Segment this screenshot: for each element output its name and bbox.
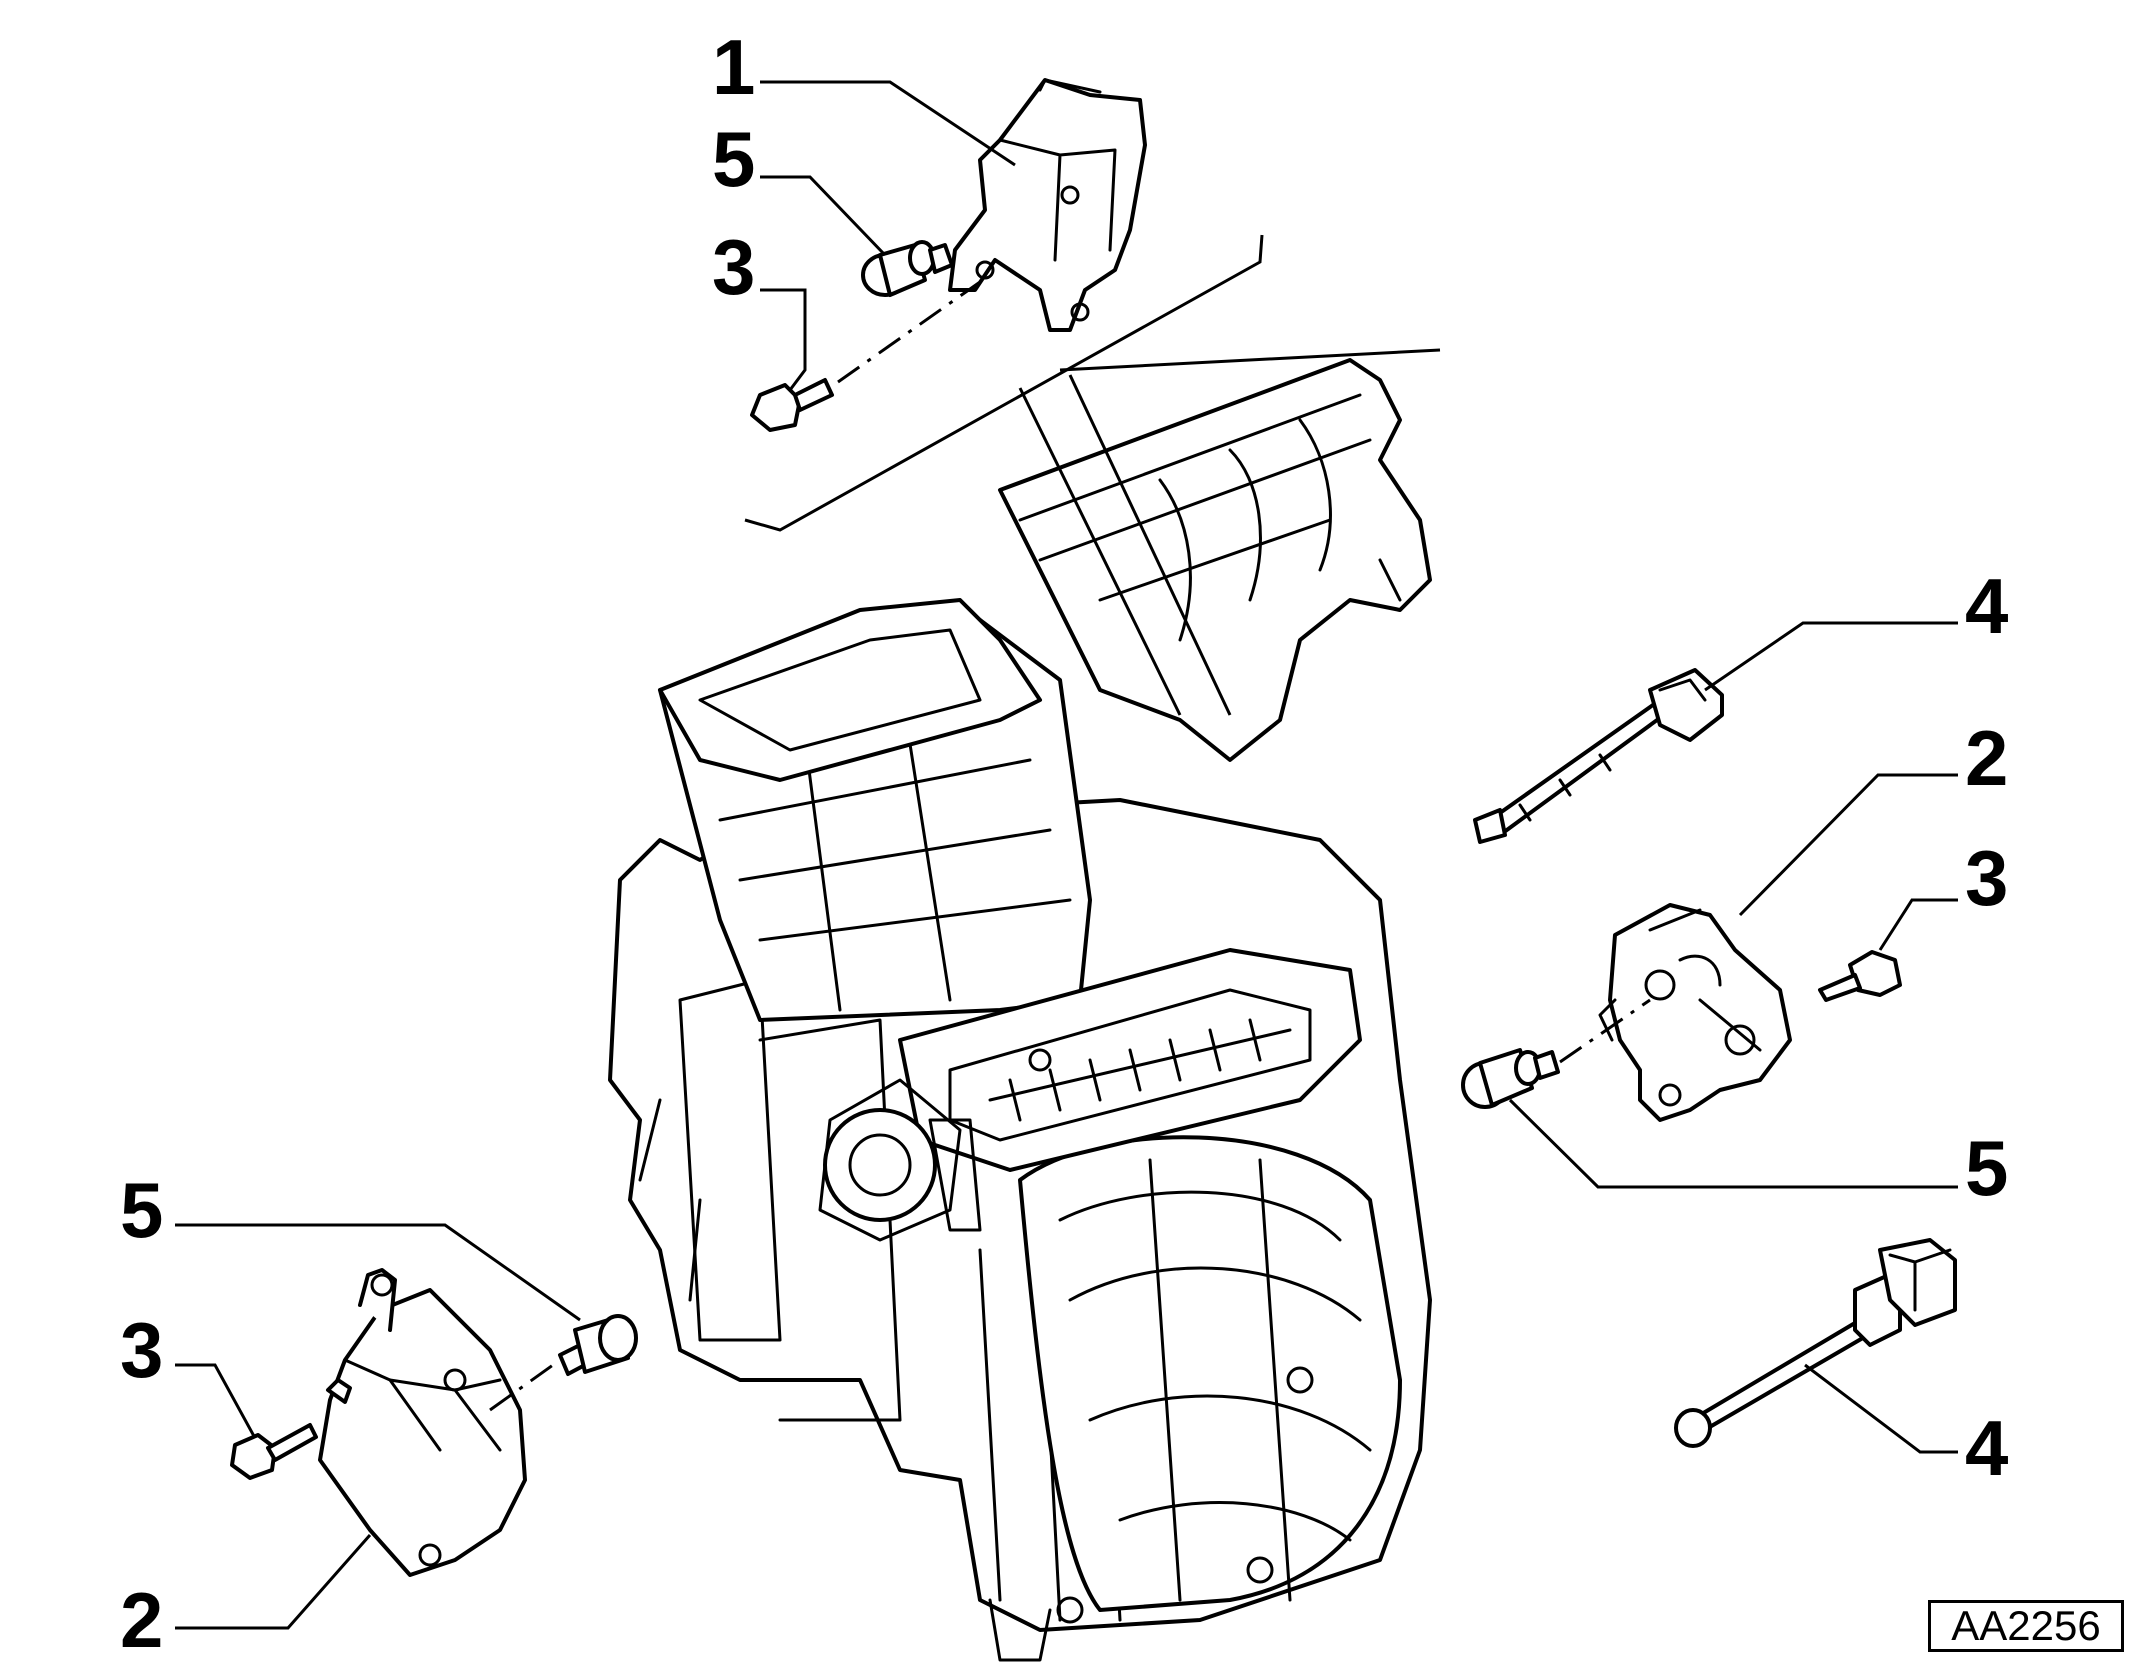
- hvac-housing-assembly: [608, 358, 1432, 1662]
- callout-numbers: 1 5 3 4 2 3 5 4 5 3 2: [120, 23, 2008, 1664]
- callout-right-2: 2: [1965, 714, 2008, 802]
- left-actuator-part: [318, 1268, 527, 1577]
- callout-right-3: 3: [1965, 834, 2008, 922]
- callout-top-3: 3: [712, 223, 755, 311]
- callout-left-5: 5: [120, 1166, 163, 1254]
- callout-left-2: 2: [120, 1576, 163, 1664]
- top-sleeve-part: [861, 240, 954, 297]
- right-alignment-line: [1559, 998, 1651, 1064]
- right-actuator-part: [1598, 903, 1792, 1122]
- left-alignment-line: [489, 1358, 561, 1412]
- right-sensor-upper: [1473, 668, 1724, 844]
- right-screw-part: [1818, 950, 1902, 1002]
- reference-code-label: AA2256: [1928, 1600, 2124, 1652]
- leader-lines: [175, 80, 1958, 1630]
- callout-top-5: 5: [712, 115, 755, 203]
- right-sleeve-part: [1461, 1048, 1560, 1109]
- top-screw-part: [750, 378, 834, 432]
- callout-left-3: 3: [120, 1306, 163, 1394]
- callout-right-5: 5: [1965, 1124, 2008, 1212]
- top-actuator-group: [750, 78, 1147, 432]
- callout-right-4-upper: 4: [1965, 562, 2008, 650]
- top-actuator-part: [948, 78, 1147, 332]
- callout-top-1: 1: [712, 23, 755, 111]
- section-cut-lines: [744, 234, 1441, 716]
- right-sensor-lower: [1674, 1238, 1957, 1448]
- left-sleeve-part: [558, 1314, 638, 1376]
- callout-right-4-lower: 4: [1965, 1404, 2008, 1492]
- left-screw-part: [230, 1423, 318, 1480]
